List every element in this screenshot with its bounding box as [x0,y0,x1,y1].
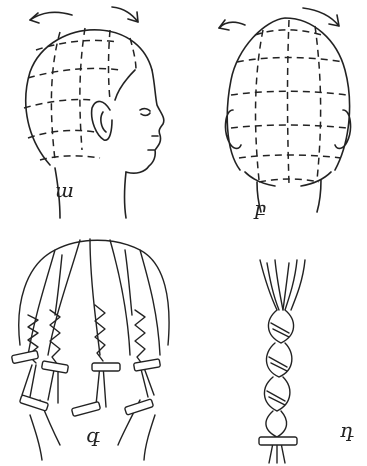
panel-head-profile [0,0,185,225]
clip-icon [92,363,120,371]
rotation-arrow-right-icon [112,7,138,22]
head-profile-drawing [0,0,185,225]
clip-icon [134,359,161,371]
clip-icon [19,395,48,411]
label-c: գ [86,425,100,445]
clip-icon [42,361,69,373]
label-b: բ [254,198,266,218]
panel-head-back [185,0,367,225]
label-a: ա [55,180,74,200]
clip-icon [71,402,100,417]
hair-tie-icon [259,437,297,445]
label-d: դ [340,420,354,440]
head-back-drawing [185,0,367,225]
